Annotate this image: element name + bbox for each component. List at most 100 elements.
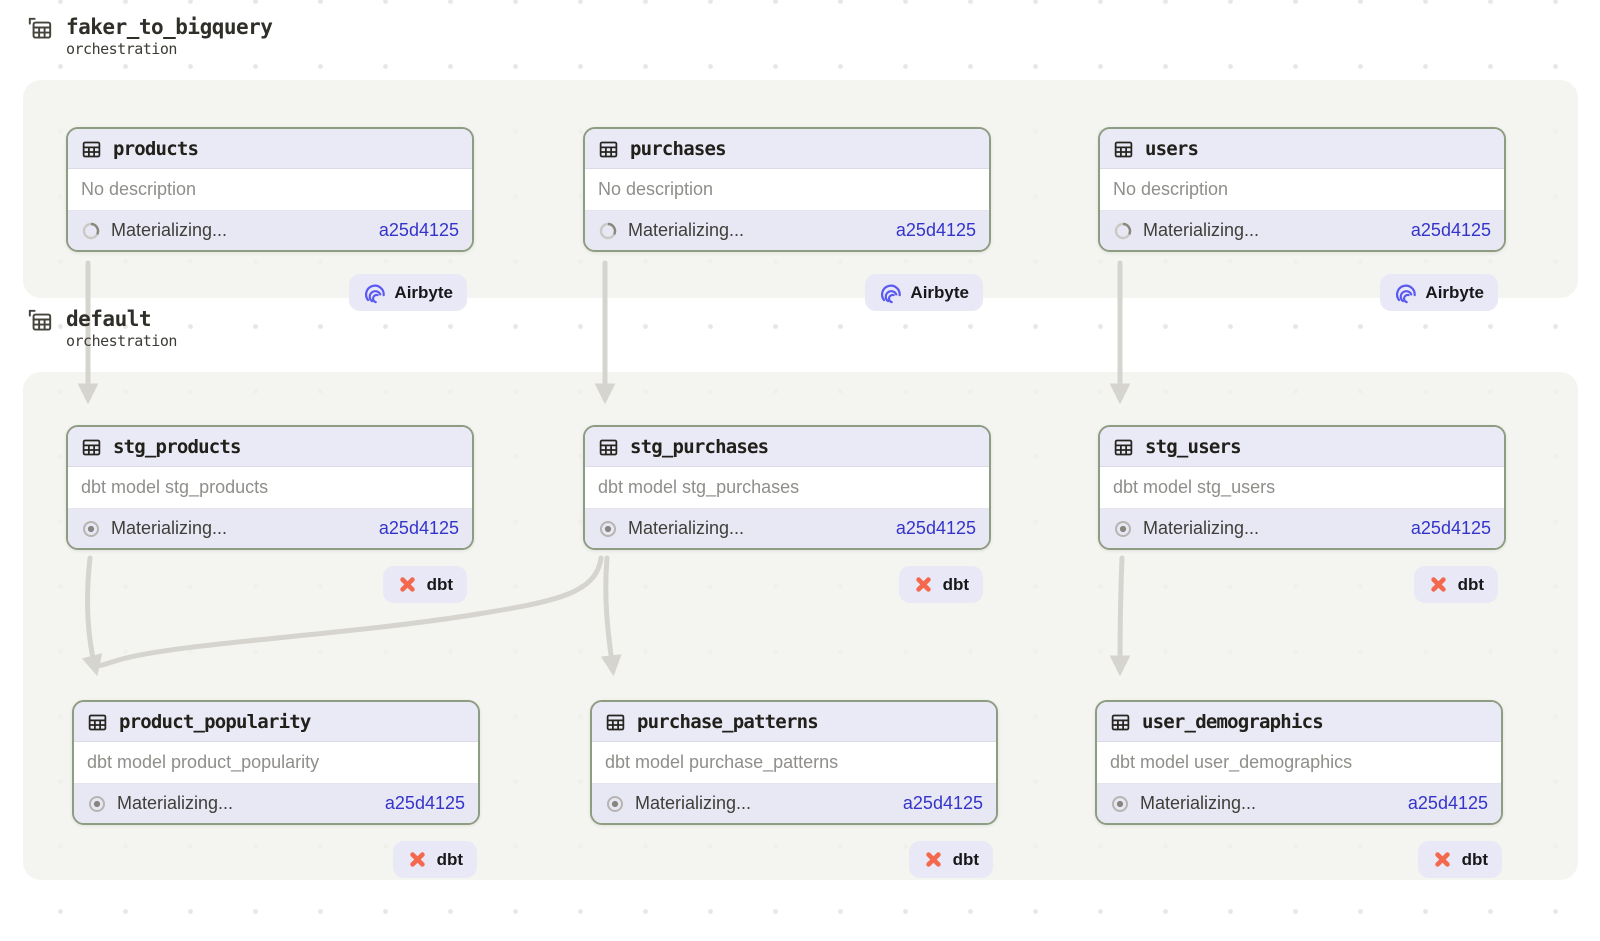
asset-name: stg_users <box>1145 436 1242 458</box>
dbt-badge[interactable]: dbt <box>382 566 467 603</box>
asset-node-purchase_patterns[interactable]: purchase_patterns dbt model purchase_pat… <box>590 700 998 825</box>
materializing-dot-icon <box>81 519 101 539</box>
asset-node-stg_users[interactable]: stg_users dbt model stg_users Materializ… <box>1098 425 1506 550</box>
asset-node-stg_products[interactable]: stg_products dbt model stg_products Mate… <box>66 425 474 550</box>
asset-node-product_popularity[interactable]: product_popularity dbt model product_pop… <box>72 700 480 825</box>
asset-status-bar: Materializing... a25d4125 <box>585 509 989 548</box>
run-id-link[interactable]: a25d4125 <box>378 220 459 240</box>
dbt-icon <box>407 849 428 870</box>
dbt-icon <box>1432 849 1453 870</box>
asset-node-header: stg_products <box>68 427 472 467</box>
badge-label: dbt <box>952 849 979 869</box>
spinner-icon <box>598 221 618 241</box>
table-icon <box>1110 712 1131 733</box>
asset-name: user_demographics <box>1142 711 1324 733</box>
table-icon <box>1113 139 1134 160</box>
dbt-badge[interactable]: dbt <box>898 566 983 603</box>
asset-node-header: purchase_patterns <box>592 702 996 742</box>
asset-status-bar: Materializing... a25d4125 <box>585 211 989 250</box>
run-id-link[interactable]: a25d4125 <box>1407 793 1488 813</box>
asset-description: dbt model stg_products <box>68 467 472 509</box>
asset-description: dbt model stg_users <box>1100 467 1504 509</box>
status-text: Materializing... <box>1143 220 1260 240</box>
airbyte-badge[interactable]: Airbyte <box>349 274 467 311</box>
asset-node-header: product_popularity <box>74 702 478 742</box>
materializing-dot-icon <box>87 794 107 814</box>
badge-label: dbt <box>1457 574 1484 594</box>
dbt-icon <box>913 574 934 595</box>
airbyte-icon <box>363 282 386 304</box>
spinner-icon <box>1113 221 1133 241</box>
materializing-dot-icon <box>605 794 625 814</box>
asset-description: No description <box>1100 169 1504 211</box>
run-id-link[interactable]: a25d4125 <box>378 518 459 538</box>
asset-node-stg_purchases[interactable]: stg_purchases dbt model stg_purchases Ma… <box>583 425 991 550</box>
table-icon <box>598 139 619 160</box>
dbt-icon <box>923 849 944 870</box>
table-icon <box>598 437 619 458</box>
asset-status-bar: Materializing... a25d4125 <box>74 784 478 823</box>
airbyte-icon <box>1394 282 1417 304</box>
materializing-dot-icon <box>598 519 618 539</box>
asset-description: dbt model user_demographics <box>1097 742 1501 784</box>
asset-name: users <box>1145 138 1199 160</box>
table-icon <box>87 712 108 733</box>
run-id-link[interactable]: a25d4125 <box>895 518 976 538</box>
badge-label: Airbyte <box>394 282 453 302</box>
run-id-link[interactable]: a25d4125 <box>1410 220 1491 240</box>
asset-name: product_popularity <box>119 711 311 733</box>
status-text: Materializing... <box>628 220 745 240</box>
badge-label: Airbyte <box>1425 282 1484 302</box>
status-text: Materializing... <box>635 793 752 813</box>
materializing-dot-icon <box>1110 794 1130 814</box>
badge-label: dbt <box>436 849 463 869</box>
group-title: default <box>66 307 152 331</box>
run-id-link[interactable]: a25d4125 <box>895 220 976 240</box>
asset-node-header: products <box>68 129 472 169</box>
asset-node-header: stg_purchases <box>585 427 989 467</box>
asset-node-users[interactable]: users No description Materializing... a2… <box>1098 127 1506 252</box>
airbyte-icon <box>879 282 902 304</box>
asset-name: stg_products <box>113 436 241 458</box>
group-title: faker_to_bigquery <box>66 15 273 39</box>
asset-status-bar: Materializing... a25d4125 <box>592 784 996 823</box>
status-text: Materializing... <box>111 220 228 240</box>
stacked-tables-icon <box>25 306 55 336</box>
status-text: Materializing... <box>111 518 228 538</box>
table-icon <box>81 437 102 458</box>
dbt-badge[interactable]: dbt <box>908 841 993 878</box>
asset-node-header: user_demographics <box>1097 702 1501 742</box>
airbyte-badge[interactable]: Airbyte <box>865 274 983 311</box>
asset-node-purchases[interactable]: purchases No description Materializing..… <box>583 127 991 252</box>
asset-status-bar: Materializing... a25d4125 <box>1097 784 1501 823</box>
asset-name: purchase_patterns <box>637 711 819 733</box>
group-subtitle: orchestration <box>66 332 177 350</box>
run-id-link[interactable]: a25d4125 <box>384 793 465 813</box>
asset-status-bar: Materializing... a25d4125 <box>68 509 472 548</box>
asset-node-header: purchases <box>585 129 989 169</box>
dbt-badge[interactable]: dbt <box>392 841 477 878</box>
badge-label: dbt <box>426 574 453 594</box>
badge-label: Airbyte <box>910 282 969 302</box>
group-header-faker-to-bigquery[interactable]: faker_to_bigquery orchestration <box>25 14 273 58</box>
asset-node-header: stg_users <box>1100 427 1504 467</box>
run-id-link[interactable]: a25d4125 <box>902 793 983 813</box>
materializing-dot-icon <box>1113 519 1133 539</box>
badge-label: dbt <box>942 574 969 594</box>
airbyte-badge[interactable]: Airbyte <box>1380 274 1498 311</box>
asset-status-bar: Materializing... a25d4125 <box>68 211 472 250</box>
table-icon <box>81 139 102 160</box>
table-icon <box>605 712 626 733</box>
asset-name: products <box>113 138 199 160</box>
status-text: Materializing... <box>628 518 745 538</box>
group-header-default[interactable]: default orchestration <box>25 306 177 350</box>
dbt-badge[interactable]: dbt <box>1417 841 1502 878</box>
dbt-badge[interactable]: dbt <box>1413 566 1498 603</box>
run-id-link[interactable]: a25d4125 <box>1410 518 1491 538</box>
asset-node-user_demographics[interactable]: user_demographics dbt model user_demogra… <box>1095 700 1503 825</box>
asset-description: dbt model product_popularity <box>74 742 478 784</box>
status-text: Materializing... <box>117 793 234 813</box>
asset-node-products[interactable]: products No description Materializing...… <box>66 127 474 252</box>
table-icon <box>1113 437 1134 458</box>
asset-description: dbt model purchase_patterns <box>592 742 996 784</box>
